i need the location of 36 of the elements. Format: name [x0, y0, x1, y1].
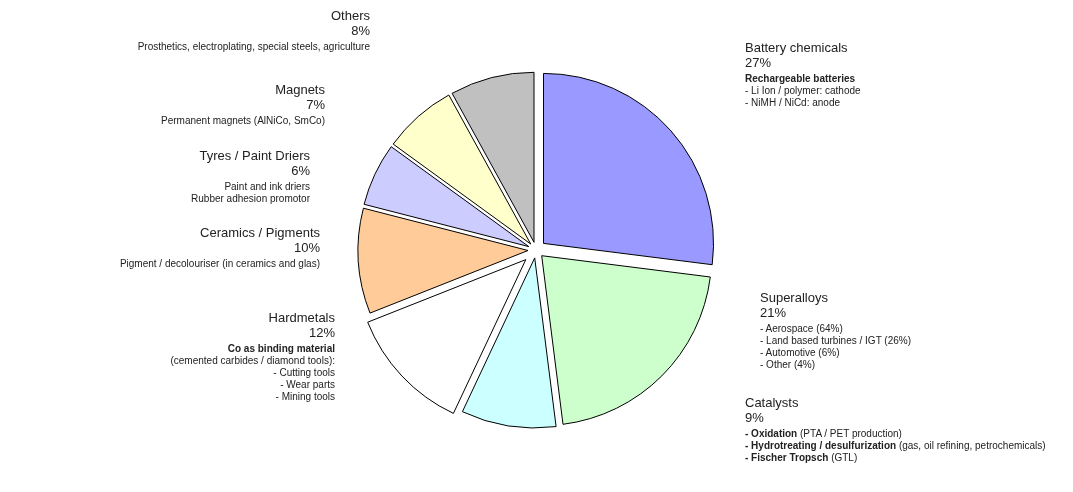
- value-label: 27%: [745, 55, 773, 70]
- slice-note: - Other (4%): [760, 359, 816, 371]
- category-label: Catalysts: [745, 395, 800, 410]
- value-label: 12%: [307, 325, 335, 340]
- slice-note: - Li Ion / polymer: cathode: [745, 85, 861, 97]
- category-label: Others: [330, 8, 370, 23]
- category-label: Tyres / Paint Driers: [198, 148, 310, 163]
- slice-note: - Aerospace (64%): [760, 323, 844, 335]
- value-label: 21%: [760, 305, 788, 320]
- slice-note: Permanent magnets (AlNiCo, SmCo): [161, 115, 325, 127]
- value-label: 9%: [745, 410, 765, 425]
- value-label: 10%: [292, 240, 320, 255]
- slice-note: Paint and ink driers: [223, 181, 310, 193]
- slice-note: - Wear parts: [279, 379, 335, 391]
- slice-note: - Cutting tools: [272, 367, 335, 379]
- category-label: Hardmetals: [267, 310, 335, 325]
- value-label: 6%: [290, 163, 310, 178]
- slice-note: - NiMH / NiCd: anode: [745, 97, 842, 109]
- slice-note: - Mining tools: [274, 391, 335, 403]
- value-label: 7%: [305, 97, 325, 112]
- slice-note: Prosthetics, electroplating, special steels, agriculture: [137, 41, 370, 53]
- value-label: 8%: [350, 23, 370, 38]
- category-label: Ceramics / Pigments: [199, 225, 320, 240]
- slice-note: - Fischer Tropsch (GTL): [745, 452, 859, 464]
- slice-note: Co as binding material: [226, 343, 335, 355]
- slice-note: - Oxidation (PTA / PET production): [745, 428, 903, 440]
- category-label: Superalloys: [760, 290, 829, 305]
- slice-note: Rubber adhesion promotor: [191, 193, 310, 205]
- slice-note: - Hydrotreating / desulfurization (gas, oil refining, petrochemicals): [745, 440, 1046, 452]
- category-label: Magnets: [274, 82, 325, 97]
- slice-note: - Land based turbines / IGT (26%): [760, 335, 911, 347]
- slice-note: Rechargeable batteries: [745, 73, 857, 85]
- slice-note: Pigment / decolouriser (in ceramics and glas): [119, 258, 320, 270]
- category-label: Battery chemicals: [745, 40, 849, 55]
- slice-note: (cemented carbides / diamond tools):: [170, 355, 335, 367]
- slice-note: - Automotive (6%): [760, 347, 841, 359]
